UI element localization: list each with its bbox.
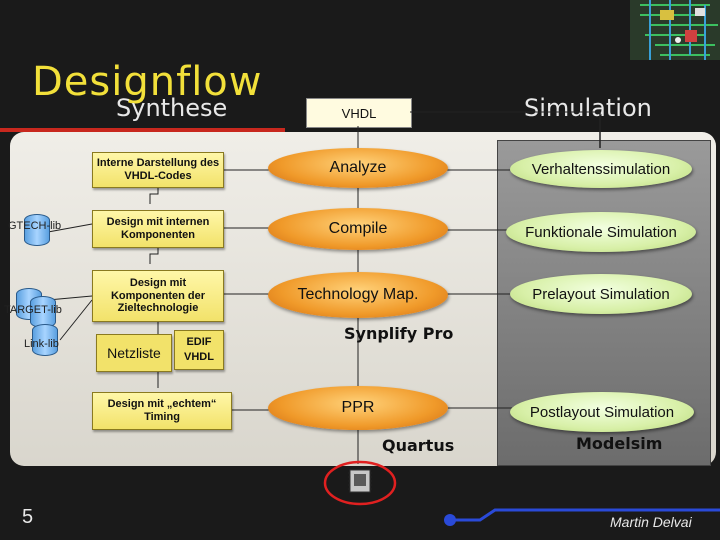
analyze-oval: Analyze — [268, 148, 448, 188]
format-vhdl: VHDL — [184, 351, 214, 363]
target-lib-icon — [16, 288, 42, 320]
quartus-label: Quartus — [382, 436, 455, 455]
ppr-label: PPR — [341, 399, 375, 416]
prelayout-sim-label: Prelayout Simulation — [532, 285, 670, 303]
circuit-board-decoration — [600, 0, 720, 70]
page-number: 5 — [22, 506, 34, 528]
fpga-chip-icon — [323, 460, 397, 506]
target-lib-icon-2 — [30, 296, 56, 328]
compile-oval: Compile — [268, 208, 448, 250]
ppr-oval: PPR — [268, 386, 448, 430]
synthesis-step-target-components: Design mit Komponenten der Zieltechnolog… — [92, 270, 224, 322]
page-title: Designflow — [32, 59, 263, 105]
postlayout-sim-label: Postlayout Simulation — [529, 403, 675, 421]
target-lib-label: TARGET-lib — [4, 304, 62, 316]
simulation-title: Simulation — [524, 94, 652, 122]
technology-map-label: Technology Map. — [297, 286, 419, 303]
page-subtitle: Synthese — [116, 94, 228, 122]
link-lib-icon — [32, 324, 58, 356]
functional-sim-oval: Funktionale Simulation — [506, 212, 696, 252]
vhdl-label: VHDL — [341, 105, 377, 121]
functional-sim-label: Funktionale Simulation — [525, 223, 677, 241]
postlayout-sim-oval: Postlayout Simulation — [510, 392, 694, 432]
netzliste-box: Netzliste — [96, 334, 172, 372]
synthesis-step-real-timing: Design mit „echtem“ Timing — [92, 392, 232, 430]
format-edif: EDIF — [186, 336, 212, 349]
synthesis-step-internal-components: Design mit internen Komponenten — [92, 210, 224, 248]
gtech-lib-label: GTECH-lib — [8, 220, 62, 232]
compile-label: Compile — [328, 220, 388, 237]
technology-map-oval: Technology Map. — [268, 272, 448, 318]
prelayout-sim-oval: Prelayout Simulation — [510, 274, 692, 314]
vhdl-source-box: VHDL — [306, 98, 412, 128]
behavioral-sim-oval: Verhaltenssimulation — [510, 150, 692, 188]
behavioral-sim-label: Verhaltenssimulation — [531, 160, 671, 178]
analyze-label: Analyze — [329, 159, 387, 176]
format-box: EDIF VHDL — [174, 330, 224, 370]
link-lib-label: Link-lib — [24, 338, 59, 350]
author-name: Martin Delvai — [610, 514, 692, 530]
synthesis-step-internal: Interne Darstellung des VHDL-Codes — [92, 152, 224, 188]
netzliste-label: Netzliste — [107, 345, 161, 361]
title-underline — [0, 128, 285, 132]
synplify-label: Synplify Pro — [344, 324, 454, 343]
gtech-lib-icon — [24, 214, 50, 246]
modelsim-label: Modelsim — [576, 434, 663, 453]
